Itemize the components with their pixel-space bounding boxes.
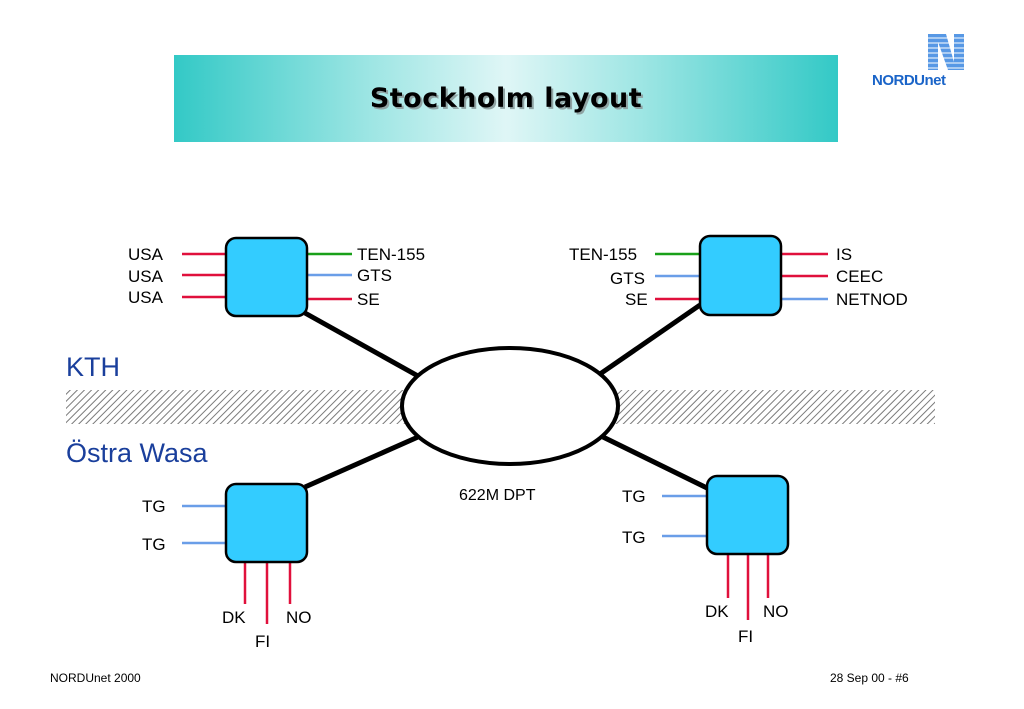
- top-right-links: [655, 252, 828, 301]
- link-label: SE: [625, 290, 648, 309]
- link-label: IS: [836, 245, 852, 264]
- link-label: CEEC: [836, 267, 883, 286]
- site-label-top: KTH: [66, 352, 120, 382]
- link-label: NETNOD: [836, 290, 908, 309]
- trunk-links: [303, 302, 709, 491]
- router-top-left: [224, 236, 309, 318]
- router-bottom-left: [224, 482, 309, 564]
- link-label: DK: [705, 602, 729, 621]
- link-label: TG: [622, 528, 646, 547]
- title-banner: Stockholm layout: [174, 55, 838, 142]
- trunk-link-bottom-left: [303, 434, 420, 490]
- link-label: GTS: [357, 266, 392, 285]
- link-label: USA: [128, 288, 164, 307]
- router-bottom-right: [705, 474, 790, 556]
- link-label: TG: [142, 497, 166, 516]
- bottom-right-links: [662, 494, 770, 620]
- site-label-bottom: Östra Wasa: [66, 438, 209, 468]
- link-label: TEN-155: [357, 245, 425, 264]
- link-label: FI: [255, 632, 270, 651]
- link-label: USA: [128, 267, 164, 286]
- ring-label: 622M DPT: [459, 487, 536, 504]
- router-top-right: [698, 234, 783, 317]
- trunk-link-top-left: [303, 310, 420, 379]
- logo-text: NORDUnet: [872, 72, 946, 89]
- page-title: Stockholm layout: [369, 83, 643, 114]
- dpt-ring: [400, 346, 620, 466]
- nordunet-logo-icon: [926, 32, 966, 72]
- link-label: NO: [763, 602, 789, 621]
- footer-right: 28 Sep 00 - #6: [830, 671, 909, 685]
- link-label: GTS: [610, 269, 645, 288]
- link-label: TG: [142, 535, 166, 554]
- top-left-links: [182, 252, 352, 301]
- link-label: FI: [738, 627, 753, 646]
- link-label: NO: [286, 608, 312, 627]
- link-label: DK: [222, 608, 246, 627]
- footer-left: NORDUnet 2000: [50, 671, 141, 685]
- link-label: SE: [357, 290, 380, 309]
- bottom-left-links: [182, 504, 292, 624]
- trunk-link-top-right: [598, 302, 702, 377]
- trunk-link-bottom-right: [601, 434, 709, 491]
- nordunet-logo: NORDUnet: [872, 28, 996, 94]
- link-label: TG: [622, 487, 646, 506]
- link-label: TEN-155: [569, 245, 637, 264]
- link-label: USA: [128, 245, 164, 264]
